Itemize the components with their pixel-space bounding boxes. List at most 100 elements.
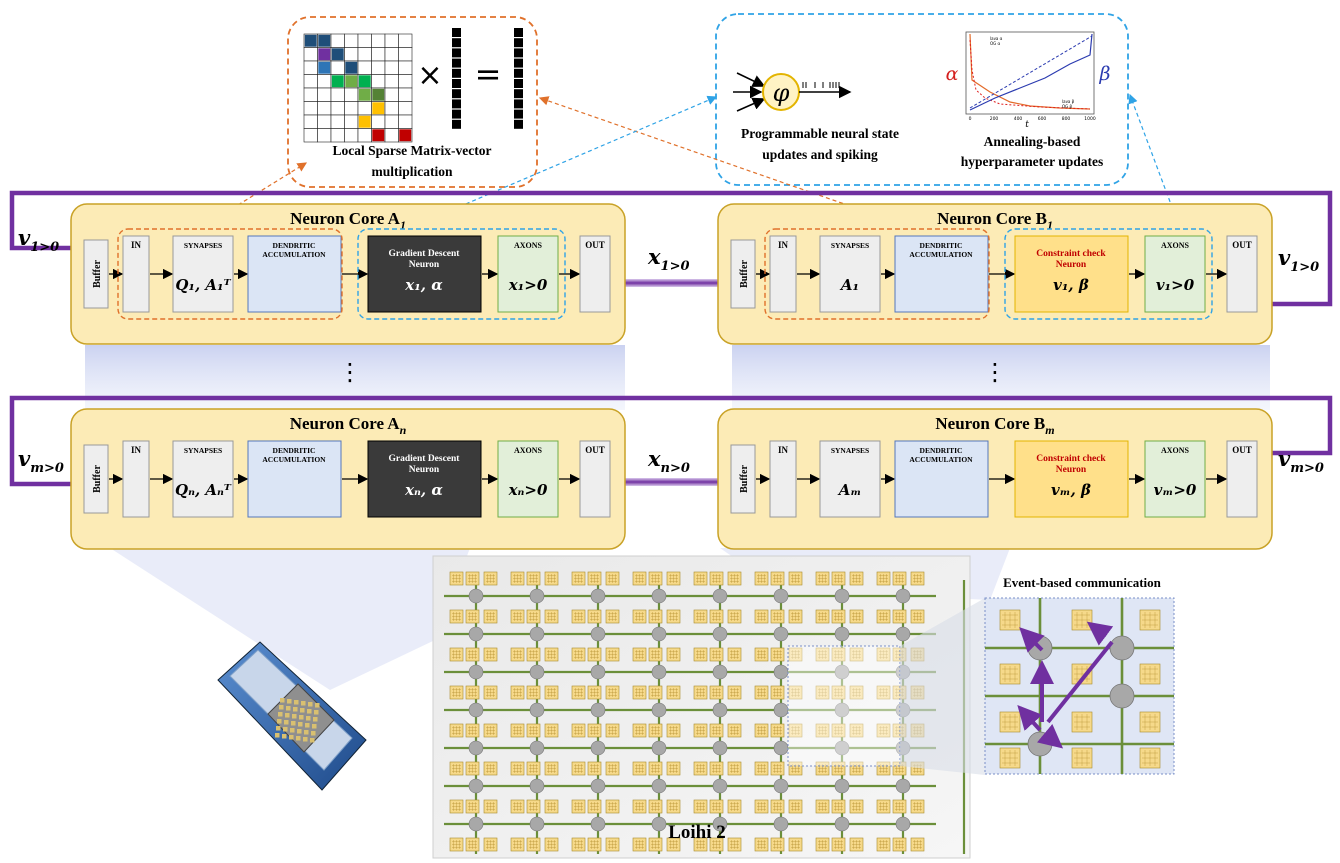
matrix-nonzero bbox=[345, 75, 358, 88]
matrix-cell bbox=[317, 101, 332, 116]
matrix-cell bbox=[344, 128, 359, 143]
dendritic-label-line1: DENDRITIC bbox=[920, 446, 963, 455]
router-node bbox=[834, 664, 850, 680]
matrix-nonzero bbox=[318, 34, 331, 47]
feedback-loop-top bbox=[9, 190, 1333, 307]
neuron-title-line1: Constraint check bbox=[1036, 249, 1106, 259]
anneal-label-line2: hyperparameter updates bbox=[961, 154, 1104, 169]
buffer-label: Buffer bbox=[92, 260, 103, 288]
router-node bbox=[712, 626, 728, 642]
neuron-math: v₁, β bbox=[1053, 276, 1089, 294]
die-tile bbox=[290, 728, 295, 733]
die-tile bbox=[297, 729, 302, 734]
matrix-cell bbox=[303, 87, 318, 102]
synapses-label: SYNAPSES bbox=[184, 241, 222, 250]
matrix-cell bbox=[357, 47, 372, 62]
v1-output-label: v1>0 bbox=[1278, 245, 1319, 275]
vector-cell bbox=[514, 109, 523, 119]
router-node bbox=[529, 702, 545, 718]
vector-cell bbox=[514, 28, 523, 37]
matrix-cell bbox=[357, 101, 372, 116]
synapses-label: SYNAPSES bbox=[831, 446, 869, 455]
vm-output-label: vm>0 bbox=[1278, 446, 1324, 476]
output-vector bbox=[514, 28, 523, 129]
chip-title: Loihi 2 bbox=[668, 822, 726, 843]
vector-cell bbox=[514, 119, 523, 129]
buffer-label: Buffer bbox=[739, 465, 750, 493]
axons-label: AXONS bbox=[514, 241, 543, 250]
matrix-nonzero bbox=[331, 48, 344, 61]
core-title: Neuron Core B1 bbox=[937, 209, 1053, 232]
router-node bbox=[529, 626, 545, 642]
phi-symbol: φ bbox=[773, 79, 790, 107]
router-node bbox=[773, 588, 789, 604]
matrix-cell bbox=[371, 33, 386, 48]
die-tile bbox=[284, 720, 289, 725]
neural-update-panel: φ Programmable neural state updates and … bbox=[715, 13, 1129, 186]
router-node bbox=[651, 702, 667, 718]
neuron-title-line2: Neuron bbox=[1056, 260, 1087, 270]
matrix-nonzero bbox=[372, 102, 385, 115]
in-box bbox=[122, 235, 150, 313]
router-node bbox=[1109, 683, 1135, 709]
matrix-nonzero bbox=[372, 88, 385, 101]
die-tile bbox=[303, 737, 308, 742]
plot-tick: 1000 bbox=[1084, 116, 1096, 122]
router-node bbox=[651, 740, 667, 756]
matrix-cell bbox=[344, 87, 359, 102]
router-node bbox=[590, 816, 606, 832]
matrix-nonzero bbox=[318, 48, 331, 61]
die-tile bbox=[315, 703, 320, 708]
matrix-nonzero bbox=[304, 34, 317, 47]
matrix-cell bbox=[384, 47, 399, 62]
router-node bbox=[773, 702, 789, 718]
dendritic-label-line1: DENDRITIC bbox=[920, 241, 963, 250]
die-tile bbox=[291, 721, 296, 726]
matrix-cell bbox=[371, 60, 386, 75]
projection-left bbox=[85, 345, 625, 410]
vector-cell bbox=[514, 48, 523, 58]
neural-label-line2: updates and spiking bbox=[762, 147, 878, 162]
core-title: Neuron Core Bm bbox=[935, 414, 1054, 437]
vector-cell bbox=[514, 99, 523, 109]
vector-cell bbox=[452, 109, 461, 119]
die-grid bbox=[275, 698, 320, 743]
matrix-cell bbox=[330, 114, 345, 129]
router-node bbox=[651, 816, 667, 832]
router-node bbox=[834, 702, 850, 718]
vector-cell bbox=[452, 99, 461, 109]
router-node bbox=[590, 778, 606, 794]
neuron-title-line2: Neuron bbox=[409, 465, 440, 475]
in-box bbox=[769, 235, 797, 313]
chip-core-grid bbox=[444, 571, 966, 854]
router-node bbox=[468, 778, 484, 794]
die-tile bbox=[276, 726, 281, 731]
vector-cell bbox=[514, 38, 523, 48]
die-tile bbox=[314, 710, 319, 715]
gradient-descent-neuron-box bbox=[367, 440, 482, 518]
sparse-matrix-grid bbox=[303, 33, 413, 143]
matrix-cell bbox=[303, 47, 318, 62]
matrix-cell bbox=[303, 74, 318, 89]
matrix-cell bbox=[303, 60, 318, 75]
vector-cell bbox=[452, 119, 461, 129]
equals-symbol: = bbox=[475, 55, 502, 93]
x-link-bar-top bbox=[613, 279, 729, 287]
die-tile bbox=[296, 736, 301, 741]
axons-box bbox=[1144, 440, 1206, 518]
neuron-title-line1: Gradient Descent bbox=[389, 454, 461, 464]
projection-right bbox=[732, 345, 1270, 410]
buffer-box bbox=[83, 444, 109, 514]
router-node bbox=[651, 778, 667, 794]
in-label: IN bbox=[778, 240, 789, 250]
axons-box bbox=[497, 235, 559, 313]
out-box bbox=[1226, 235, 1258, 313]
router-node bbox=[834, 816, 850, 832]
plot-tick: 200 bbox=[990, 116, 999, 122]
router-node bbox=[590, 740, 606, 756]
router-node bbox=[895, 626, 911, 642]
die-tile bbox=[277, 719, 282, 724]
